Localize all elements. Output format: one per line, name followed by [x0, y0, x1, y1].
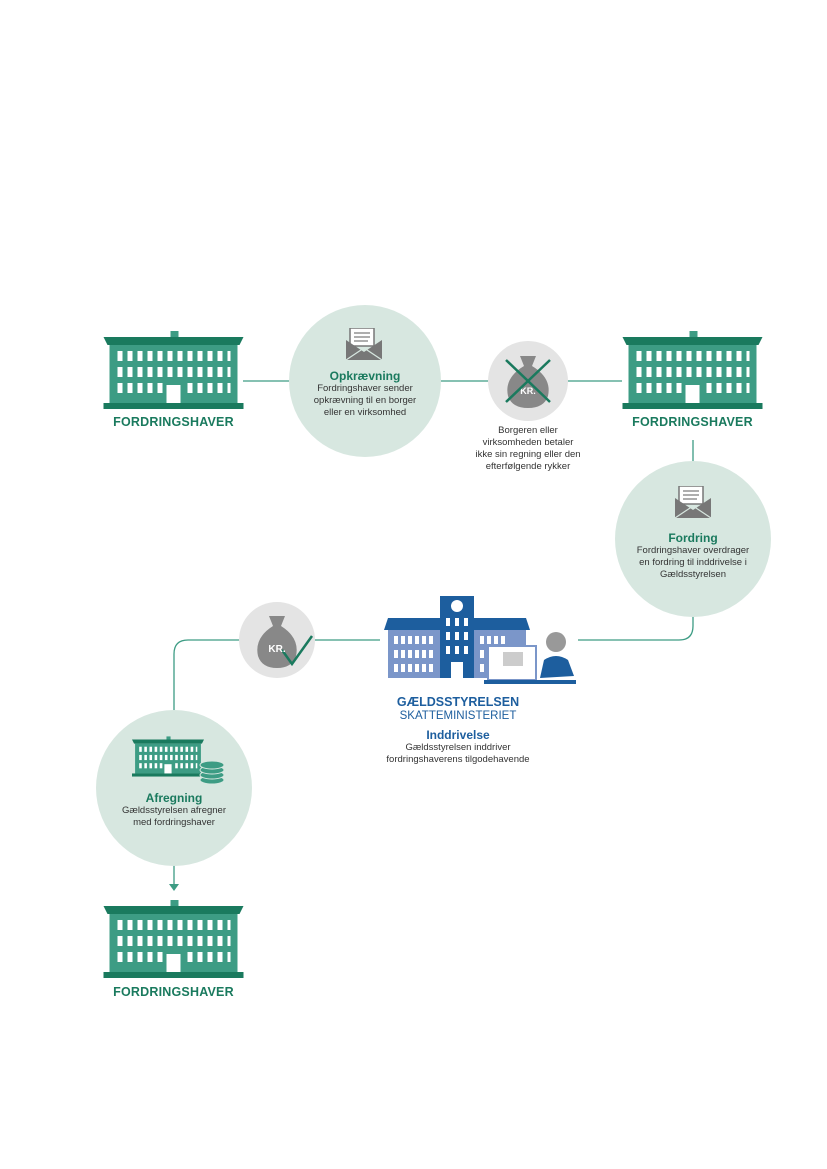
creditor-label-3: FORDRINGSHAVER: [113, 985, 234, 999]
opkraevning-line-1: Fordringshaver sender: [317, 383, 413, 394]
fordring-circle: [615, 461, 771, 617]
afregning-title: Afregning: [145, 791, 203, 805]
afregning-circle: [96, 710, 252, 866]
svg-text:KR.: KR.: [520, 386, 536, 396]
opkraevning-title: Opkrævning: [329, 369, 401, 383]
creditor-building-1: [103, 331, 244, 409]
opkraevning-circle: [289, 305, 441, 457]
money-bag-check-icon: [239, 602, 315, 678]
bag-label: KR.: [268, 644, 285, 655]
building-coins-icon: [132, 736, 225, 785]
creditor-building-2: [622, 331, 763, 409]
not-paid-line-2: virksomheden betaler: [482, 437, 574, 448]
fordring-title: Fordring: [668, 531, 718, 545]
fordring-text: Fordring Fordringshaver overdrager en fo…: [620, 531, 766, 581]
money-bag-crossed-icon: KR.: [488, 341, 568, 421]
inddrivelse-line-1: Gældsstyrelsen inddriver: [405, 742, 511, 753]
fordring-line-2: en fordring til inddrivelse i: [639, 557, 747, 568]
not-paid-line-4: efterfølgende rykker: [485, 461, 571, 472]
afregning-line-1: Gældsstyrelsen afregner: [121, 805, 227, 816]
not-paid-text: Borgeren eller virksomheden betaler ikke…: [455, 425, 601, 473]
creditor-label-2: FORDRINGSHAVER: [632, 415, 753, 429]
opkraevning-line-2: opkrævning til en borger: [313, 395, 417, 406]
creditor-building-3: [103, 900, 244, 978]
fordring-line-3: Gældsstyrelsen: [660, 569, 726, 580]
creditor-label-1: FORDRINGSHAVER: [113, 415, 234, 429]
opkraevning-text: Opkrævning Fordringshaver sender opkrævn…: [295, 369, 435, 419]
inddrivelse-title: Inddrivelse: [426, 728, 490, 742]
fordring-line-1: Fordringshaver overdrager: [636, 545, 750, 556]
opkraevning-line-3: eller en virksomhed: [323, 407, 407, 418]
gaeldsstyrelsen-text: GÆLDSSTYRELSEN SKATTEMINISTERIET Inddriv…: [360, 695, 556, 766]
inddrivelse-line-2: fordringshaverens tilgodehavende: [386, 754, 530, 765]
government-building-icon: [384, 596, 576, 684]
afregning-line-2: med fordringshaver: [133, 817, 215, 828]
ministry-name: SKATTEMINISTERIET: [399, 710, 517, 722]
agency-name: GÆLDSSTYRELSEN: [396, 695, 520, 709]
afregning-text: Afregning Gældsstyrelsen afregner med fo…: [104, 791, 244, 829]
arrow-head: [169, 884, 179, 891]
not-paid-line-3: ikke sin regning eller den: [475, 449, 581, 460]
connector-lines: [173, 380, 694, 884]
not-paid-line-1: Borgeren eller: [498, 425, 558, 436]
